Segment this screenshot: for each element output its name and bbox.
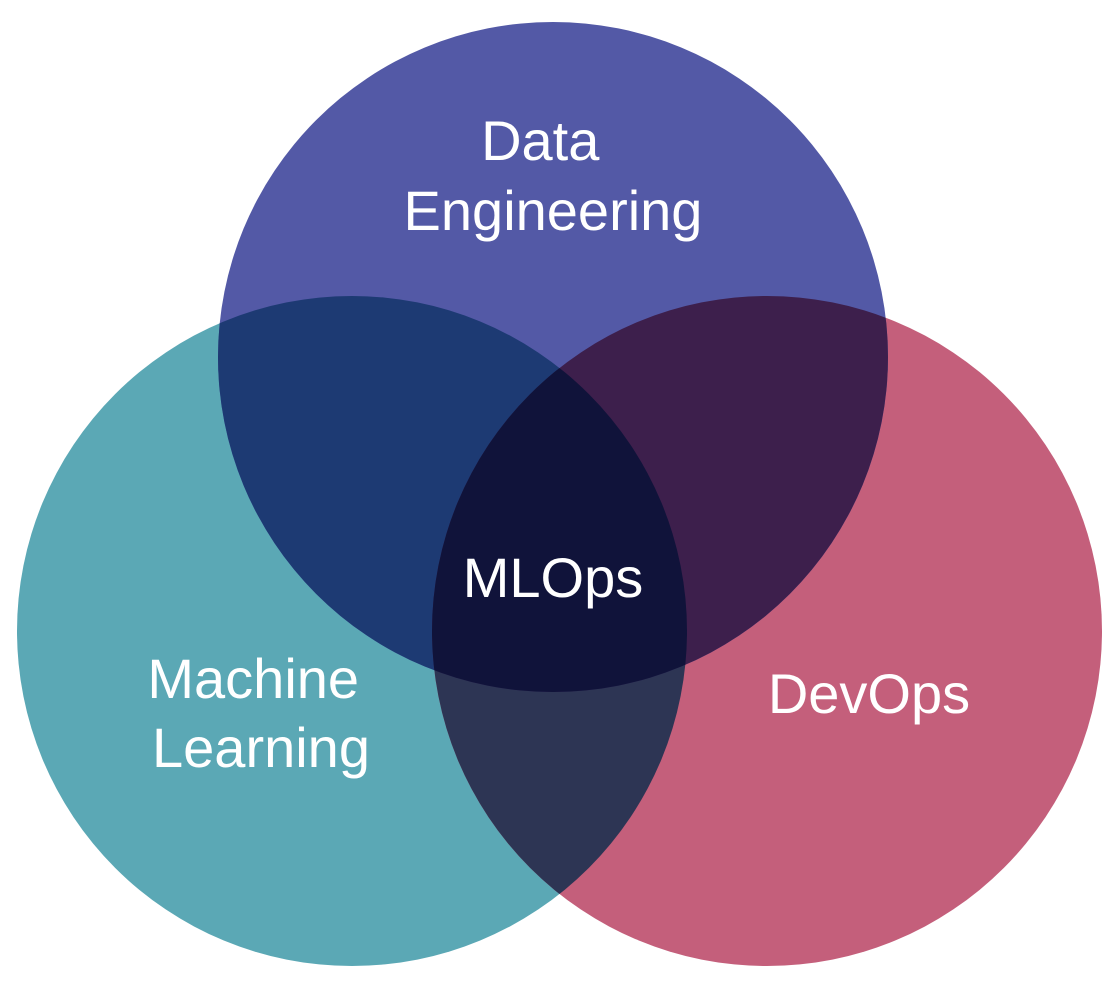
label-machine-learning-line-1: Machine bbox=[147, 647, 359, 710]
label-machine-learning: Machine Learning bbox=[147, 647, 374, 779]
label-data-engineering-line-1: Data bbox=[481, 109, 600, 172]
label-data-engineering-line-2: Engineering bbox=[404, 179, 703, 242]
label-mlops: MLOps bbox=[463, 546, 644, 609]
label-machine-learning-line-2: Learning bbox=[152, 716, 370, 779]
overlap-all bbox=[432, 296, 687, 692]
label-devops: DevOps bbox=[768, 662, 970, 725]
label-data-engineering: Data Engineering bbox=[404, 109, 703, 242]
